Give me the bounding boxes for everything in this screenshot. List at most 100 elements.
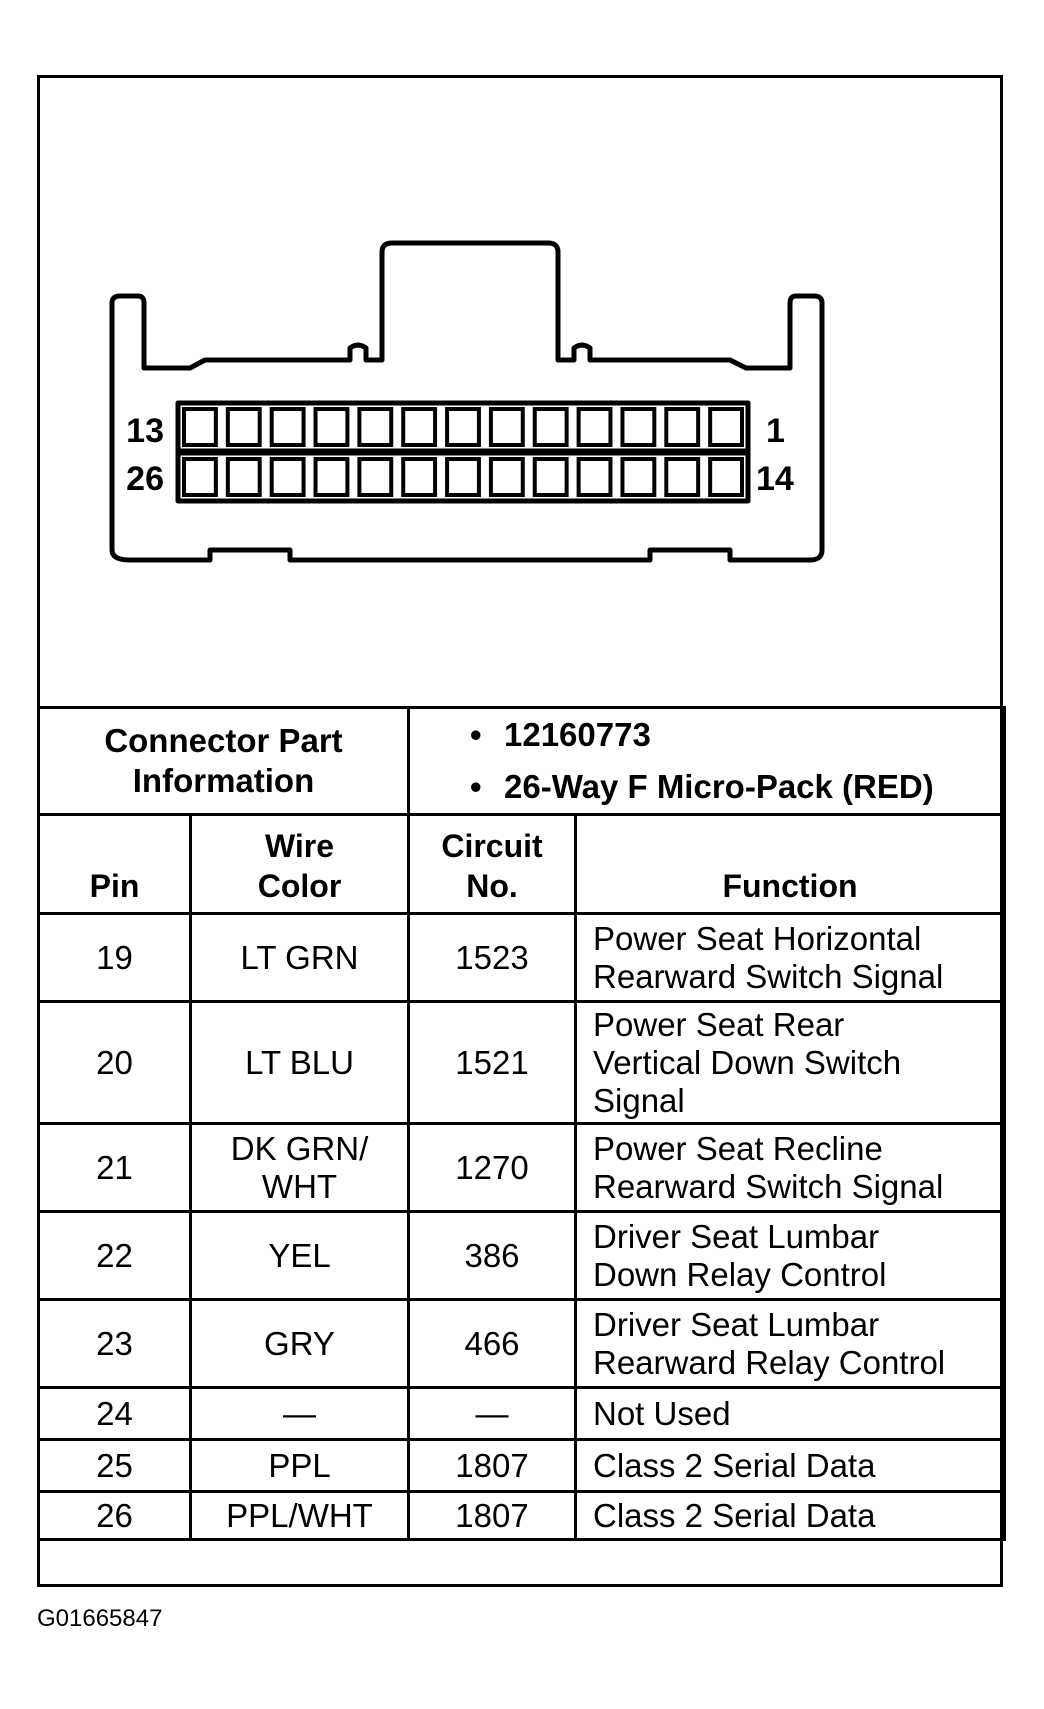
bullet-icon: • xyxy=(470,768,482,805)
pin-function-line: Signal xyxy=(593,1081,685,1119)
pin-row: 26 PPL/WHT 1807 Class 2 Serial Data xyxy=(37,1490,1006,1541)
pin-label-13: 13 xyxy=(126,412,164,450)
pin-cavity xyxy=(357,407,394,447)
pin-function-line: Power Seat Horizontal xyxy=(593,919,922,957)
pin-cavity xyxy=(708,457,745,497)
circuit-number: 386 xyxy=(407,1210,577,1301)
part-info-row: Connector Part Information • 12160773 • 26… xyxy=(37,706,1006,816)
pin-cavity xyxy=(225,457,262,497)
wire-color-line: WHT xyxy=(261,1167,338,1205)
pin-cavity xyxy=(708,407,745,447)
wire-color: GRY xyxy=(189,1298,410,1389)
wire-color-line: GRY xyxy=(264,1324,335,1362)
header-pin: Pin xyxy=(37,813,192,915)
pin-cavity xyxy=(269,457,306,497)
pin-cavity xyxy=(576,407,613,447)
pin-function: Not Used xyxy=(574,1386,1006,1441)
connector-body-outline xyxy=(109,240,825,563)
part-number: 12160773 xyxy=(504,716,651,753)
wire-color-line: LT BLU xyxy=(245,1043,354,1081)
wire-color-line: LT GRN xyxy=(240,938,359,976)
circuit-number: 1523 xyxy=(407,912,577,1003)
pin-number: 21 xyxy=(37,1122,192,1213)
pin-number: 22 xyxy=(37,1210,192,1301)
circuit-number: 466 xyxy=(407,1298,577,1389)
pin-label-14: 14 xyxy=(756,460,794,498)
pin-cavity xyxy=(488,407,525,447)
pin-function-line: Class 2 Serial Data xyxy=(593,1446,876,1484)
wire-color: DK GRN/WHT xyxy=(189,1122,410,1213)
pin-row: 24 — — Not Used xyxy=(37,1386,1006,1441)
connector-face-diagram: 13 26 1 14 xyxy=(109,240,825,563)
circuit-number: — xyxy=(407,1386,577,1441)
part-info-label: Connector Part Information xyxy=(37,706,410,816)
pin-cavity xyxy=(576,457,613,497)
pin-cavity xyxy=(401,457,438,497)
wire-color: PPL/WHT xyxy=(189,1490,410,1541)
wire-color: LT GRN xyxy=(189,912,410,1003)
connector-description: 26-Way F Micro-Pack (RED) xyxy=(504,768,934,805)
connector-info-table: Connector Part Information • 12160773 • 26… xyxy=(37,706,1006,1541)
pin-function-line: Down Relay Control xyxy=(593,1255,887,1293)
pin-cavity xyxy=(182,457,218,497)
pin-number: 20 xyxy=(37,1000,192,1125)
pin-cavity xyxy=(182,407,218,447)
pin-function-line: Class 2 Serial Data xyxy=(593,1496,876,1534)
wire-color-line: — xyxy=(283,1394,316,1432)
wire-color-line: DK GRN/ xyxy=(230,1129,369,1167)
part-info-values: • 12160773 • 26-Way F Micro-Pack (RED) xyxy=(407,706,1006,816)
pin-cavity xyxy=(664,407,701,447)
circuit-number: 1807 xyxy=(407,1490,577,1541)
figure-id: G01665847 xyxy=(37,1605,163,1632)
pin-function-line: Rearward Switch Signal xyxy=(593,957,944,995)
pin-number: 25 xyxy=(37,1438,192,1493)
circuit-number: 1807 xyxy=(407,1438,577,1493)
wire-color-line: PPL/WHT xyxy=(226,1496,373,1534)
pin-function: Class 2 Serial Data xyxy=(574,1490,1006,1541)
pin-cavity xyxy=(664,457,701,497)
pin-cavity xyxy=(620,407,657,447)
pin-function-line: Not Used xyxy=(593,1394,731,1432)
pin-label-1: 1 xyxy=(766,412,785,450)
pin-label-26: 26 xyxy=(126,460,164,498)
pin-number: 26 xyxy=(37,1490,192,1541)
wire-color: — xyxy=(189,1386,410,1441)
wire-color: LT BLU xyxy=(189,1000,410,1125)
pin-function-line: Power Seat Recline xyxy=(593,1129,883,1167)
pin-cavity xyxy=(313,407,350,447)
pin-cavity xyxy=(401,407,438,447)
pin-cavity xyxy=(313,457,350,497)
pin-function-line: Driver Seat Lumbar xyxy=(593,1305,880,1343)
circuit-number: 1521 xyxy=(407,1000,577,1125)
pin-function-line: Rearward Relay Control xyxy=(593,1343,946,1381)
part-info-label-line1: Connector Part xyxy=(104,722,343,759)
pin-cavity xyxy=(532,457,569,497)
pin-cavity xyxy=(269,407,306,447)
pin-cavity xyxy=(532,407,569,447)
bullet-icon: • xyxy=(470,716,482,753)
pin-cavity xyxy=(488,457,525,497)
pin-function-line: Driver Seat Lumbar xyxy=(593,1217,880,1255)
pin-function: Class 2 Serial Data xyxy=(574,1438,1006,1493)
pin-function-line: Vertical Down Switch xyxy=(593,1043,902,1081)
wire-color: YEL xyxy=(189,1210,410,1301)
header-function: Function xyxy=(574,813,1006,915)
wire-color-line: YEL xyxy=(268,1236,331,1274)
pin-number: 19 xyxy=(37,912,192,1003)
pin-cavity xyxy=(445,457,481,497)
circuit-number: 1270 xyxy=(407,1122,577,1213)
pin-number: 24 xyxy=(37,1386,192,1441)
